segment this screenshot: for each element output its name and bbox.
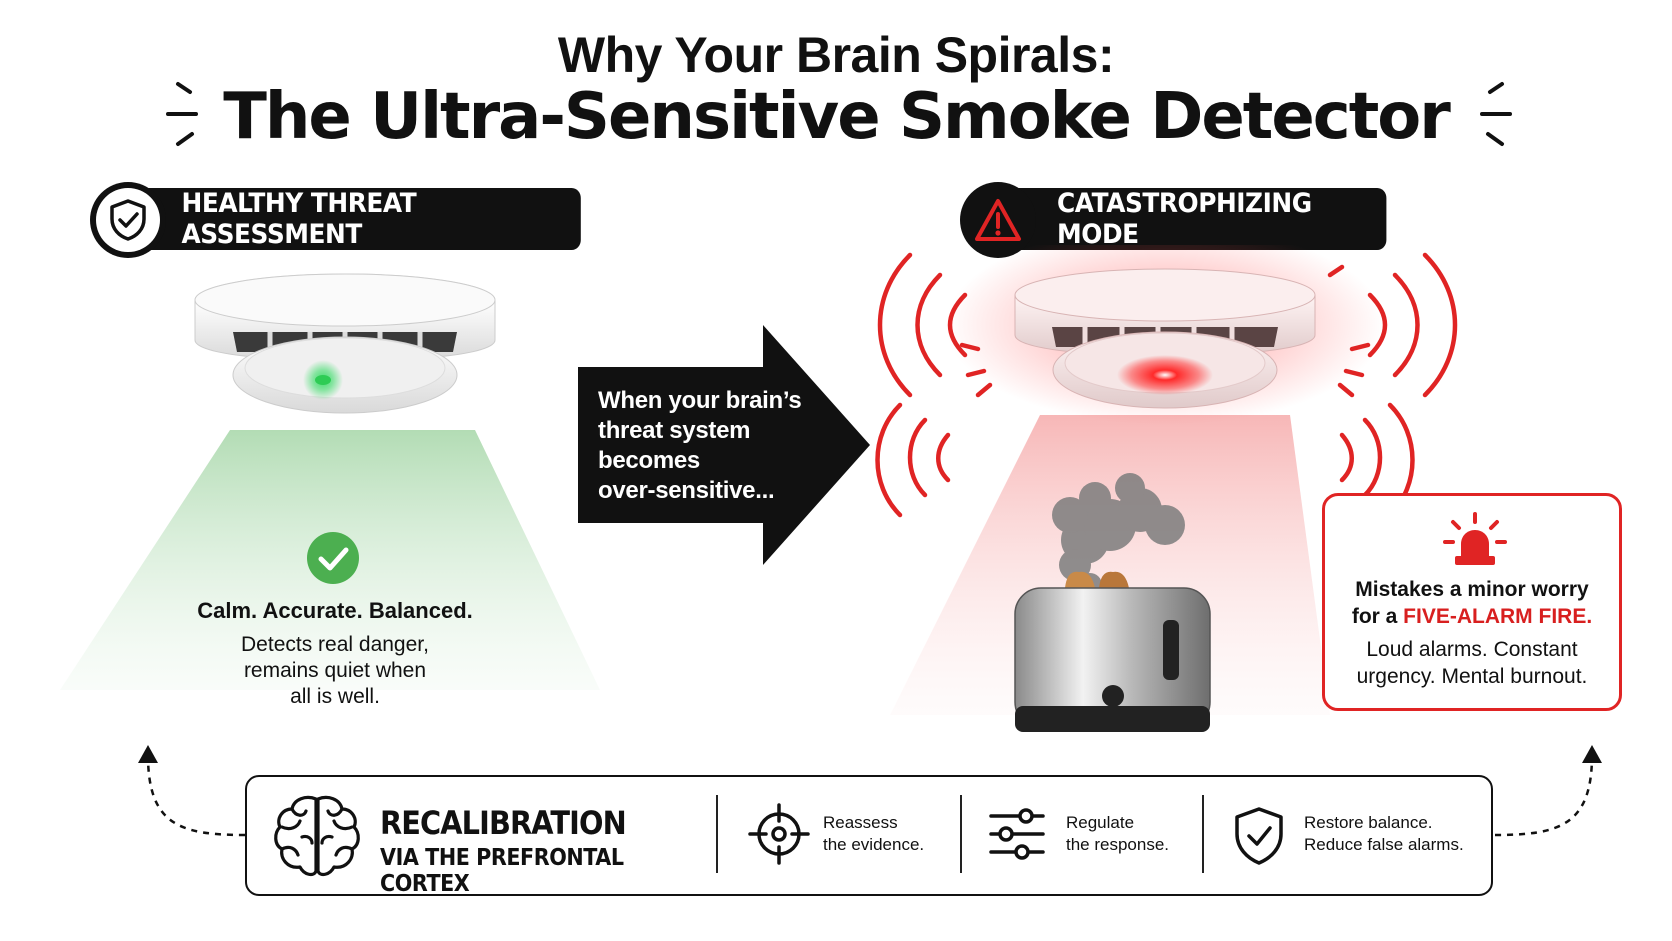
warning-line-1: Mistakes a minor worry xyxy=(1355,578,1589,601)
step-reassess: Reassess the evidence. xyxy=(823,812,953,856)
warning-highlight: FIVE-ALARM FIRE. xyxy=(1403,605,1593,628)
check-circle-icon xyxy=(307,532,359,584)
divider xyxy=(960,795,962,873)
healthy-description-line: remains quiet when xyxy=(243,659,427,682)
step-text-line: Restore balance. xyxy=(1304,813,1433,832)
catastrophizing-warning-card: Mistakes a minor worry for a FIVE-ALARM … xyxy=(1322,493,1622,711)
left-sparkle-icon xyxy=(166,82,198,146)
healthy-description-line: all is well. xyxy=(290,685,380,708)
healthy-label-text: HEALTHY THREAT ASSESSMENT xyxy=(181,188,417,250)
warning-description-line: urgency. Mental burnout. xyxy=(1356,665,1588,688)
title-line-2: The Ultra-Sensitive Smoke Detector xyxy=(223,80,1451,154)
recalibration-panel xyxy=(245,775,1493,896)
transition-line: over-sensitive... xyxy=(598,477,775,504)
divider xyxy=(1202,795,1204,873)
step-text-line: Reassess xyxy=(823,813,898,832)
healthy-label-pill: HEALTHY THREAT ASSESSMENT xyxy=(130,188,581,250)
divider xyxy=(716,795,718,873)
crosshair-icon xyxy=(748,803,810,865)
siren-icon xyxy=(1443,512,1507,565)
shield-check-icon xyxy=(1235,807,1283,865)
transition-line: When your brain’s xyxy=(598,387,802,414)
right-return-arrow xyxy=(1494,745,1602,837)
step-restore: Restore balance. Reduce false alarms. xyxy=(1304,812,1484,856)
healthy-description: Detects real danger, remains quiet when … xyxy=(150,632,520,710)
step-text-line: the evidence. xyxy=(823,835,925,854)
warning-line-2: for a FIVE-ALARM FIRE. xyxy=(1325,603,1619,630)
healthy-description-line: Detects real danger, xyxy=(241,633,429,656)
title-line-1: Why Your Brain Spirals: xyxy=(557,27,1115,83)
catastrophizing-label-pill: CATASTROPHIZING MODE xyxy=(1000,188,1387,250)
transition-line: threat system xyxy=(598,417,751,444)
warning-triangle-icon xyxy=(975,199,1021,241)
transition-arrow xyxy=(578,325,870,565)
step-regulate: Regulate the response. xyxy=(1066,812,1196,856)
transition-text: When your brain’s threat system becomes … xyxy=(598,386,808,506)
brain-icon xyxy=(274,795,360,877)
catastrophizing-badge xyxy=(960,182,1036,258)
healthy-summary: Calm. Accurate. Balanced. xyxy=(197,598,473,623)
recalibration-title: RECALIBRATION xyxy=(380,804,627,842)
warning-text: Mistakes a minor worry for a FIVE-ALARM … xyxy=(1325,576,1619,690)
transition-line: becomes xyxy=(598,447,700,474)
step-text-line: the response. xyxy=(1066,835,1170,854)
step-text-line: Regulate xyxy=(1066,813,1135,832)
right-sparkle-icon xyxy=(1480,82,1512,146)
warning-line-2-prefix: for a xyxy=(1351,605,1404,628)
sliders-icon xyxy=(989,808,1045,860)
toaster-illustration xyxy=(1014,473,1211,732)
catastrophizing-label-text: CATASTROPHIZING MODE xyxy=(1057,188,1312,250)
recalibration-subtitle: VIA THE PREFRONTAL CORTEX xyxy=(380,845,624,897)
shield-check-icon xyxy=(110,199,146,241)
healthy-badge xyxy=(90,182,166,258)
left-return-arrow xyxy=(138,745,246,837)
warning-description-line: Loud alarms. Constant xyxy=(1366,638,1578,661)
step-text-line: Reduce false alarms. xyxy=(1304,835,1464,854)
alarm-detector-illustration xyxy=(875,245,1458,715)
